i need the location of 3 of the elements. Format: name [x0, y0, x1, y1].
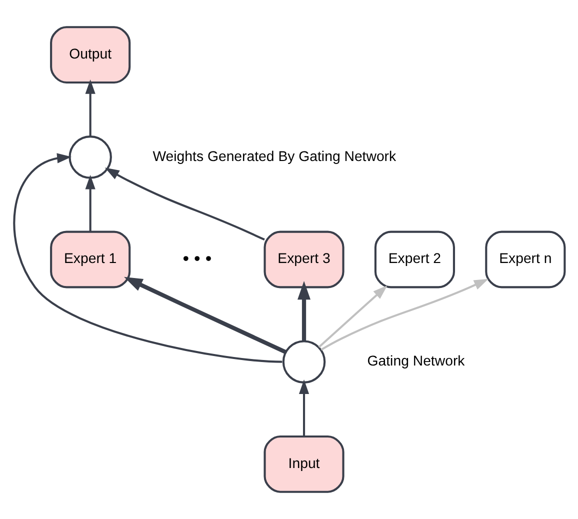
node-label: Gating Network — [367, 352, 465, 368]
node-label: Weights Generated By Gating Network — [152, 148, 396, 164]
label: • • • — [182, 248, 212, 268]
